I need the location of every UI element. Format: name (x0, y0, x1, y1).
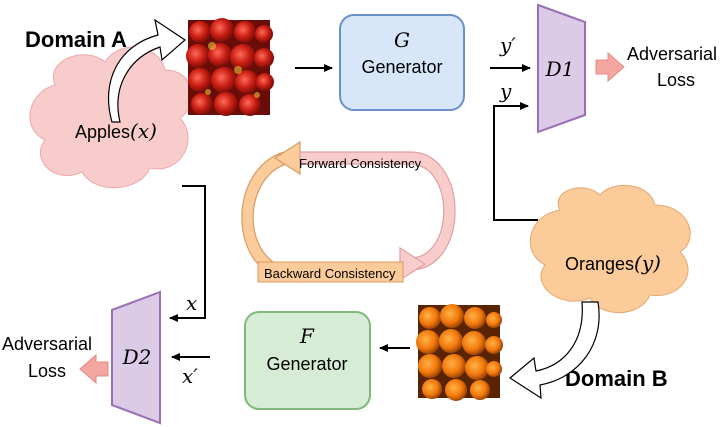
y-prime-label: y′ (499, 33, 516, 57)
cloud-to-oranges-arrow (508, 301, 600, 400)
generator-f: F Generator (244, 311, 371, 410)
x-prime-label: x′ (182, 364, 198, 388)
apples-to-d2-arrow (169, 185, 206, 322)
domain-b-title: Domain B (565, 366, 668, 391)
oranges-label: Oranges(y) (565, 251, 661, 275)
forward-consistency-label: Forward Consistency (299, 156, 422, 171)
generator-g-symbol: G (394, 28, 410, 52)
oranges-image (416, 304, 503, 401)
domain-a-title: Domain A (25, 27, 127, 52)
apples-image (186, 18, 274, 116)
d1-label: D1 (545, 57, 575, 81)
loss-2-arrow (79, 353, 109, 385)
loss-1-line1: Adversarial (627, 44, 717, 64)
loss-2-line1: Adversarial (2, 334, 92, 354)
oranges-cloud (529, 184, 691, 314)
x-label: x (186, 291, 197, 315)
loss-2-line2: Loss (28, 361, 66, 381)
d2-label: D2 (122, 345, 152, 369)
loss-1-arrow (595, 51, 625, 83)
y-label: y (499, 79, 512, 103)
generator-g: G Generator (339, 14, 465, 111)
discriminator-d2: D2 (111, 290, 161, 425)
generator-g-label: Generator (361, 57, 442, 77)
loss-1-line2: Loss (657, 70, 695, 90)
backward-consistency-label: Backward Consistency (264, 266, 396, 281)
discriminator-d1: D1 (537, 3, 586, 134)
oranges-to-d1-arrow (493, 102, 538, 221)
generator-f-symbol: F (299, 324, 315, 348)
consistency-loop (241, 140, 456, 283)
apples-label: Apples(x) (75, 119, 157, 143)
generator-f-label: Generator (266, 354, 347, 374)
cloud-to-apples-arrow (108, 18, 186, 123)
